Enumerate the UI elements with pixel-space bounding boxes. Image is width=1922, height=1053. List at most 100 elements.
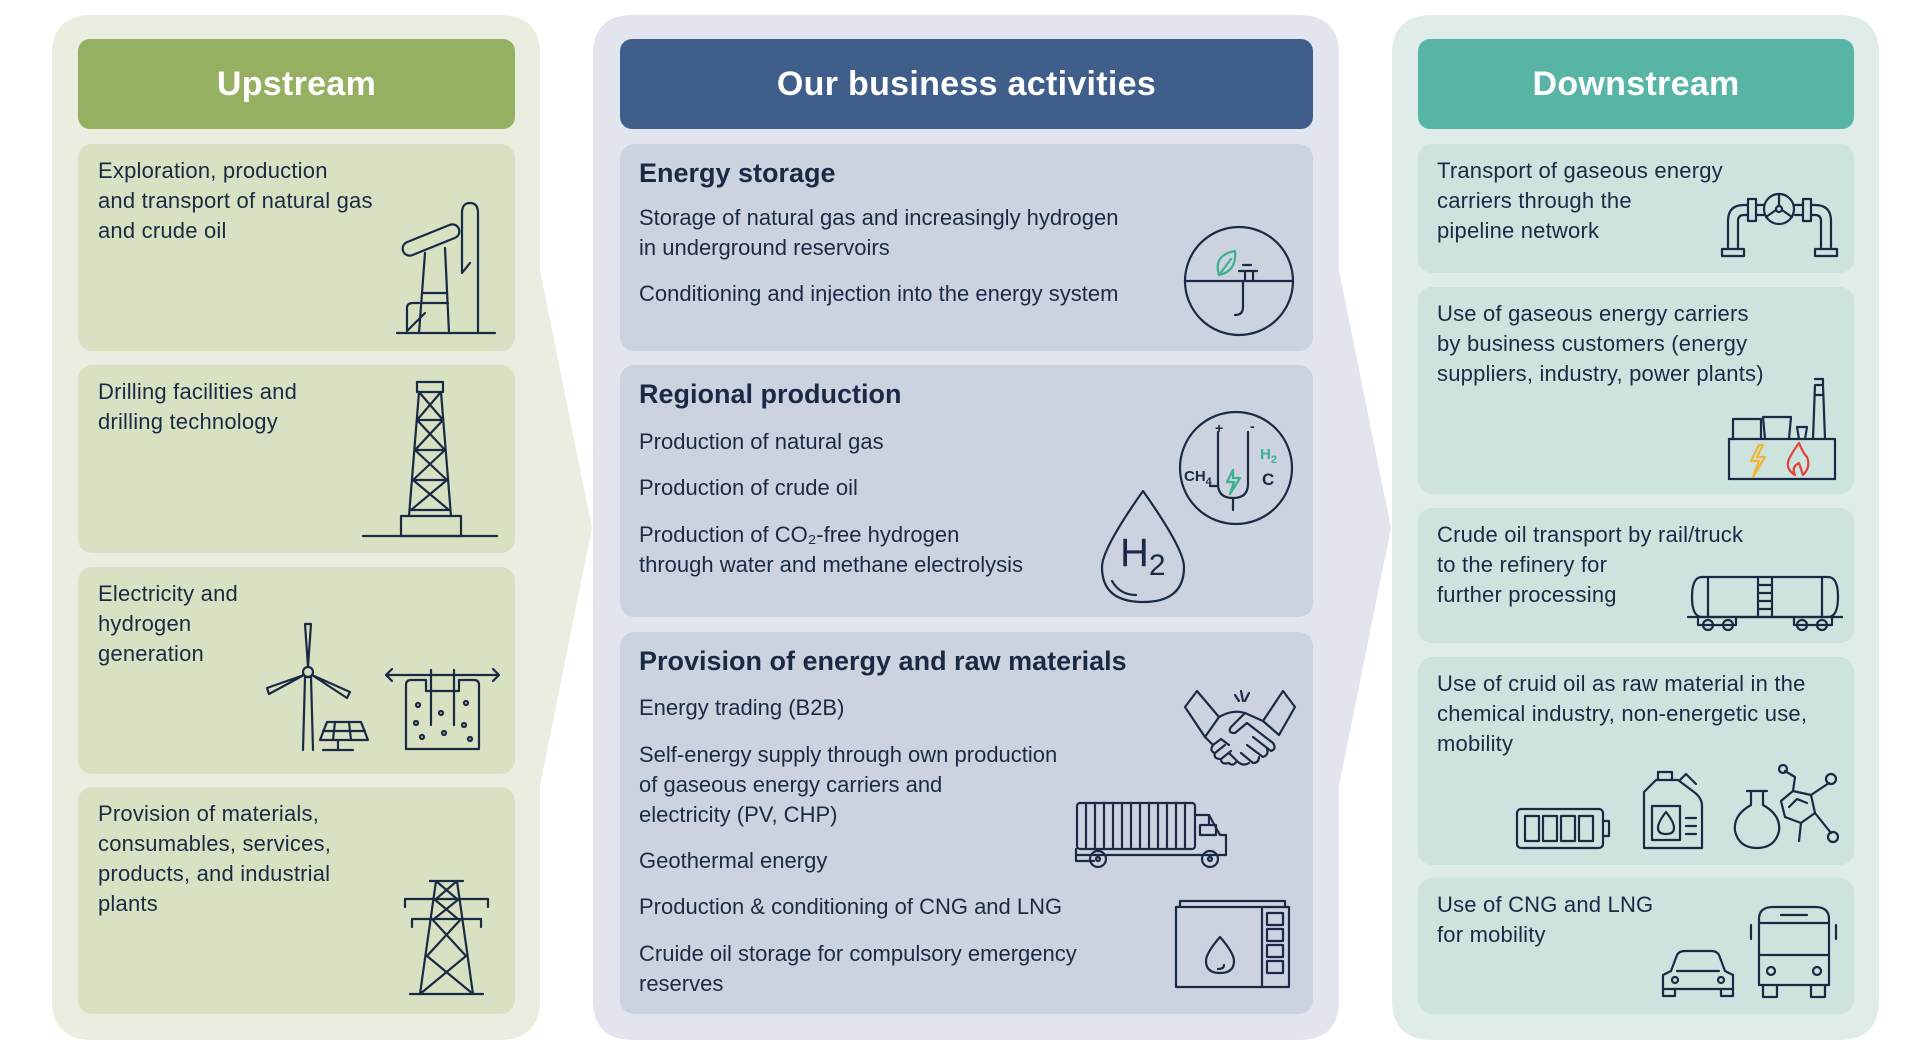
subscript: 2 [1148, 549, 1166, 582]
section-heading: Regional production [639, 379, 902, 409]
card-text-line: pipeline network [1437, 218, 1600, 243]
section-item: Production of CO₂-free hydrogen through … [639, 520, 1023, 580]
power-plant-icon [1727, 377, 1837, 481]
drilling-rig-icon [361, 380, 499, 538]
card-text-line: suppliers, industry, power plants) [1437, 361, 1764, 386]
card-text: Provision of materials, consumables, ser… [98, 799, 331, 919]
bus-icon [1749, 905, 1838, 1000]
section-item: Production & conditioning of CNG and LNG [639, 892, 1062, 922]
upstream-card-exploration: Exploration, production and transport of… [78, 144, 515, 351]
item-line: through water and methane electrolysis [639, 552, 1023, 577]
downstream-card-mobility: Use of CNG and LNG for mobility [1418, 878, 1854, 1014]
card-text-line: Provision of materials, [98, 801, 320, 826]
wind-turbine-solar-icon [265, 622, 375, 752]
card-text-line: Transport of gaseous energy [1437, 158, 1723, 183]
business-card-energy-storage: Energy storage Storage of natural gas an… [620, 144, 1313, 351]
section-item: Production of natural gas [639, 427, 884, 457]
card-text-line: Use of gaseous energy carriers [1437, 301, 1749, 326]
upstream-card-provision: Provision of materials, consumables, ser… [78, 787, 515, 1014]
card-text-line: hydrogen [98, 611, 192, 636]
oil-canister-icon [1638, 770, 1706, 850]
item-line: Production of crude oil [639, 475, 858, 500]
card-text-line: to the refinery for [1437, 552, 1608, 577]
card-text-line: and crude oil [98, 218, 227, 243]
card-text-line: plants [98, 891, 158, 916]
business-header: Our business activities [620, 39, 1313, 129]
downstream-card-pipeline: Transport of gaseous energy carriers thr… [1418, 144, 1854, 273]
card-text: Exploration, production and transport of… [98, 156, 373, 246]
item-line: Conditioning and injection into the ener… [639, 281, 1119, 306]
card-text-line: for mobility [1437, 922, 1546, 947]
item-line: Geothermal energy [639, 848, 828, 873]
card-text-line: Crude oil transport by rail/truck [1437, 522, 1744, 547]
battery-icon [1515, 807, 1611, 850]
chemistry-flask-molecule-icon [1731, 761, 1840, 850]
subscript: 4 [1205, 476, 1212, 488]
section-item: Production of crude oil [639, 473, 858, 503]
section-item: Storage of natural gas and increasingly … [639, 203, 1118, 263]
upstream-card-drilling: Drilling facilities and drilling technol… [78, 365, 515, 553]
section-heading: Provision of energy and raw materials [639, 646, 1127, 676]
section-heading: Energy storage [639, 158, 836, 188]
item-line: Self-energy supply through own productio… [639, 742, 1058, 767]
card-text-line: consumables, services, [98, 831, 332, 856]
card-text: Drilling facilities and drilling technol… [98, 377, 297, 437]
item-line: in underground reservoirs [639, 235, 890, 260]
card-text-line: Drilling facilities and [98, 379, 298, 404]
card-text: Electricity and hydrogen generation [98, 579, 238, 669]
card-text: Transport of gaseous energy carriers thr… [1437, 156, 1723, 246]
h2-label: H2 [1260, 446, 1277, 466]
oil-storage-tank-icon [1174, 897, 1291, 989]
downstream-card-chemical-industry: Use of cruid oil as raw material in the … [1418, 657, 1854, 865]
section-item: Conditioning and injection into the ener… [639, 279, 1118, 309]
item-line: of gaseous energy carriers and [639, 772, 943, 797]
ch4-label: CH4 [1184, 468, 1212, 488]
card-text: Use of gaseous energy carriers by busine… [1437, 299, 1764, 389]
card-text: Use of CNG and LNG for mobility [1437, 890, 1653, 950]
tanker-truck-icon [1074, 801, 1228, 869]
handshake-icon [1183, 687, 1297, 767]
oil-pumpjack-icon [395, 201, 497, 335]
card-text-line: generation [98, 641, 204, 666]
card-text-line: carriers through the [1437, 188, 1632, 213]
card-text-line: by business customers (energy [1437, 331, 1748, 356]
business-card-provision: Provision of energy and raw materials En… [620, 632, 1313, 1014]
business-card-regional-production: Regional production Production of natura… [620, 365, 1313, 617]
underground-storage-icon [1183, 225, 1296, 337]
electrolyzer-icon [384, 665, 501, 752]
item-line: Production & conditioning of CNG and LNG [639, 894, 1063, 919]
power-pylon-icon [400, 879, 493, 996]
car-icon [1659, 949, 1737, 998]
section-item: Self-energy supply through own productio… [639, 740, 1057, 830]
section-item: Cruide oil storage for compulsory emerge… [639, 939, 1077, 999]
hydrogen-drop-icon: H2 [1100, 489, 1186, 604]
card-text-line: Exploration, production [98, 158, 328, 183]
downstream-card-rail-transport: Crude oil transport by rail/truck to the… [1418, 508, 1854, 643]
card-text-line: Use of CNG and LNG [1437, 892, 1654, 917]
item-line: electricity (PV, CHP) [639, 802, 838, 827]
plus-label: + [1215, 420, 1224, 436]
card-text-line: products, and industrial [98, 861, 331, 886]
minus-label: - [1250, 418, 1255, 434]
electrolysis-cell-icon: + - CH4 H2 C [1178, 410, 1294, 526]
section-item: Geothermal energy [639, 846, 827, 876]
upstream-card-electricity-hydrogen: Electricity and hydrogen generation [78, 567, 515, 774]
upstream-header: Upstream [78, 39, 515, 129]
item-line: Storage of natural gas and increasingly … [639, 205, 1119, 230]
downstream-header: Downstream [1418, 39, 1854, 129]
card-text-line: mobility [1437, 731, 1514, 756]
card-text-line: further processing [1437, 582, 1617, 607]
item-line: Production of CO₂-free hydrogen [639, 522, 960, 547]
c-label: C [1262, 470, 1275, 489]
section-item: Energy trading (B2B) [639, 693, 844, 723]
card-text: Use of cruid oil as raw material in the … [1437, 669, 1807, 759]
card-text-line: drilling technology [98, 409, 278, 434]
item-line: Energy trading (B2B) [639, 695, 845, 720]
card-text: Crude oil transport by rail/truck to the… [1437, 520, 1743, 610]
item-line: reserves [639, 971, 724, 996]
downstream-card-business-customers: Use of gaseous energy carriers by busine… [1418, 287, 1854, 494]
item-line: Cruide oil storage for compulsory emerge… [639, 941, 1077, 966]
drop-label: H2 [1120, 531, 1166, 582]
pipeline-valve-icon [1720, 191, 1839, 258]
card-text-line: and transport of natural gas [98, 188, 373, 213]
